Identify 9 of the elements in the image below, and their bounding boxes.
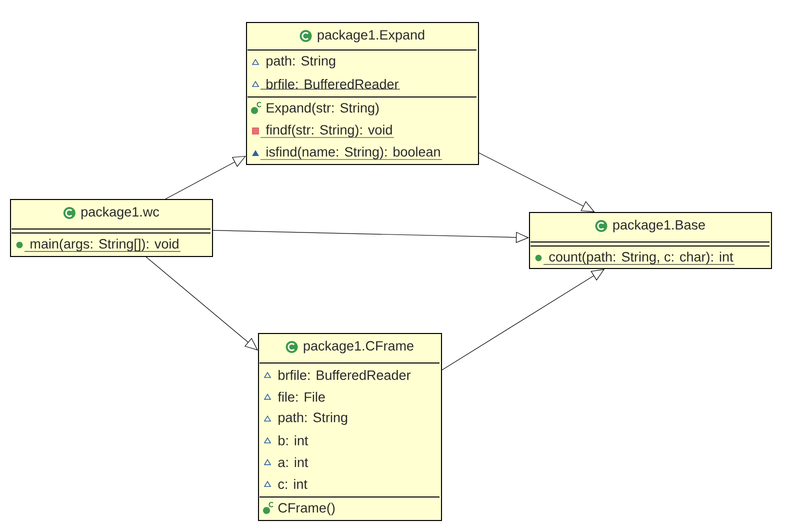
attribute-list: path: String brfile: BufferedReader (247, 50, 477, 97)
attribute-list: brfile: BufferedReader file: File path: String b: int a: int c: int (259, 362, 440, 497)
method-list: count(path: String, c: char): int (530, 246, 770, 266)
method-list: Expand(str: String) findf(str: String): void isfind(name: String): boolean (247, 96, 477, 162)
method-list: CFrame() (259, 496, 440, 518)
method-list: main(args: String[]): void (11, 232, 211, 254)
arrow (165, 156, 246, 200)
arrow (146, 256, 258, 350)
arrow (212, 230, 529, 243)
